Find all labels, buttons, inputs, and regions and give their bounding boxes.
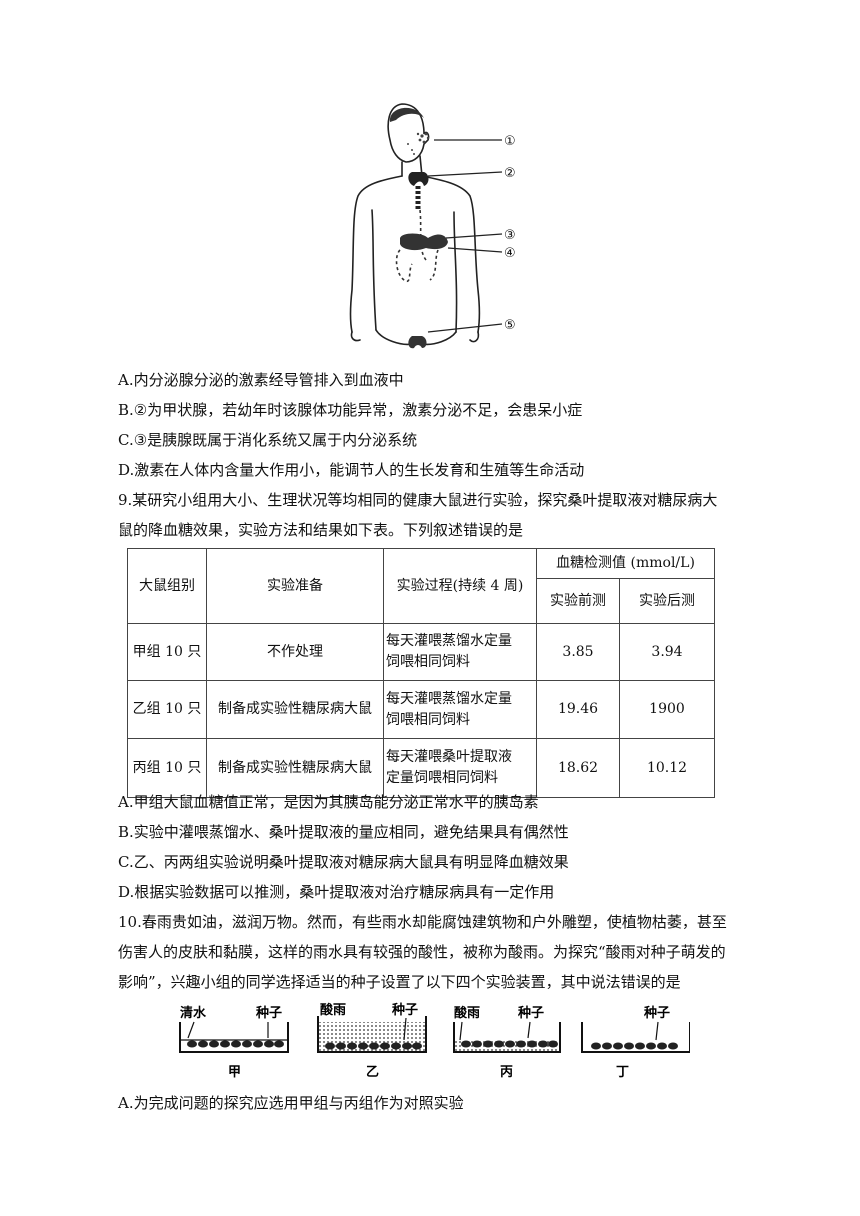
marker-2: ② <box>504 166 516 181</box>
header-after: 实验后测 <box>619 578 715 624</box>
setup-bing-caption: 丙 <box>500 1065 513 1080</box>
q8-option-a: A.内分泌腺分泌的激素经导管排入到血液中 <box>118 371 404 389</box>
setup-yi-caption: 乙 <box>366 1065 379 1080</box>
q10-option-a: A.为完成问题的探究应选用甲组与丙组作为对照实验 <box>118 1094 464 1112</box>
q9-option-d: D.根据实验数据可以推测，桑叶提取液对治疗糖尿病具有一定作用 <box>118 883 555 901</box>
seed-setup-figure: 清水 种子 甲 酸雨 种子 乙 <box>179 1002 690 1080</box>
header-glucose: 血糖检测值 (mmol/L) <box>536 548 715 579</box>
q9-option-c: C.乙、丙两组实验说明桑叶提取液对糖尿病大鼠具有明显降血糖效果 <box>118 853 569 871</box>
setup-jia-liquid: 清水 <box>180 1005 207 1021</box>
cell-process: 每天灌喂蒸馏水定量 饲喂相同饲料 <box>383 680 537 739</box>
cell-group: 甲组 10 只 <box>127 623 207 681</box>
cell-process-line-2: 定量饲喂相同饲料 <box>386 770 498 786</box>
cell-after: 3.94 <box>619 623 715 681</box>
header-process: 实验过程(持续 4 周) <box>383 548 537 624</box>
cell-after: 1900 <box>619 680 715 739</box>
q9-stem: 9.某研究小组用大小、生理状况等均相同的健康大鼠进行实验，探究桑叶提取液对糖尿病… <box>118 491 718 539</box>
setup-yi-seed: 种子 <box>391 1002 418 1018</box>
cell-process-line-1: 每天灌喂蒸馏水定量 <box>386 690 512 707</box>
marker-1: ① <box>504 134 516 149</box>
cell-before: 3.85 <box>536 623 620 681</box>
table-row: 丙组 10 只 制备成实验性糖尿病大鼠 每天灌喂桑叶提取液 定量饲喂相同饲料 1… <box>127 738 715 798</box>
cell-process: 每天灌喂蒸馏水定量 饲喂相同饲料 <box>383 623 537 681</box>
header-group: 大鼠组别 <box>127 548 207 624</box>
marker-3: ③ <box>504 228 516 243</box>
cell-group: 乙组 10 只 <box>127 680 207 739</box>
setup-yi: 酸雨 种子 乙 <box>317 1002 427 1080</box>
header-before: 实验前测 <box>536 578 620 624</box>
cell-process-line-1: 每天灌喂桑叶提取液 <box>386 749 512 765</box>
q9-data-table: 大鼠组别 实验准备 实验过程(持续 4 周) 血糖检测值 (mmol/L) 实验… <box>127 548 715 798</box>
setup-jia: 清水 种子 甲 <box>179 1005 289 1080</box>
q8-option-c: C.③是胰腺既属于消化系统又属于内分泌系统 <box>118 431 418 449</box>
setup-ding-caption: 丁 <box>616 1065 629 1080</box>
q8-option-d: D.激素在人体内含量大作用小，能调节人的生长发育和生殖等生命活动 <box>118 461 585 479</box>
table-row: 甲组 10 只 不作处理 每天灌喂蒸馏水定量 饲喂相同饲料 3.85 3.94 <box>127 623 715 681</box>
cell-process-line-2: 饲喂相同饲料 <box>386 654 470 670</box>
cell-after: 10.12 <box>619 738 715 798</box>
cell-before: 18.62 <box>536 738 620 798</box>
cell-process-line-1: 每天灌喂蒸馏水定量 <box>386 633 512 649</box>
q9-option-a: A.甲组大鼠血糖值正常，是因为其胰岛能分泌正常水平的胰岛素 <box>118 793 539 811</box>
cell-before: 19.46 <box>536 680 620 739</box>
setup-ding-seed: 种子 <box>643 1005 670 1021</box>
setup-bing: 酸雨 种子 丙 <box>453 1005 561 1080</box>
cell-prep: 制备成实验性糖尿病大鼠 <box>206 680 384 739</box>
cell-prep: 不作处理 <box>206 623 384 681</box>
cell-prep: 制备成实验性糖尿病大鼠 <box>206 738 384 798</box>
marker-5: ⑤ <box>504 318 516 333</box>
header-prep: 实验准备 <box>206 548 384 624</box>
setup-bing-seed: 种子 <box>517 1005 544 1021</box>
q9-option-b: B.实验中灌喂蒸馏水、桑叶提取液的量应相同，避免结果具有偶然性 <box>118 823 569 841</box>
cell-process: 每天灌喂桑叶提取液 定量饲喂相同饲料 <box>383 738 537 798</box>
cell-group: 丙组 10 只 <box>127 738 207 798</box>
table-row: 乙组 10 只 制备成实验性糖尿病大鼠 每天灌喂蒸馏水定量 饲喂相同饲料 19.… <box>127 680 715 739</box>
marker-4: ④ <box>504 246 516 261</box>
setup-jia-caption: 甲 <box>228 1065 241 1080</box>
q10-stem: 10.春雨贵如油，滋润万物。然而，有些雨水却能腐蚀建筑物和户外雕塑，使植物枯萎，… <box>118 913 727 991</box>
cell-process-line-2: 饲喂相同饲料 <box>386 711 470 728</box>
setup-bing-liquid: 酸雨 <box>454 1005 480 1021</box>
setup-ding: 种子 丁 <box>581 1005 690 1080</box>
endocrine-figure: ① ② ③ ④ ⑤ <box>349 103 516 349</box>
setup-yi-liquid: 酸雨 <box>320 1002 346 1018</box>
q8-option-b: B.②为甲状腺，若幼年时该腺体功能异常，激素分泌不足，会患呆小症 <box>118 401 583 419</box>
setup-jia-seed: 种子 <box>255 1005 282 1021</box>
